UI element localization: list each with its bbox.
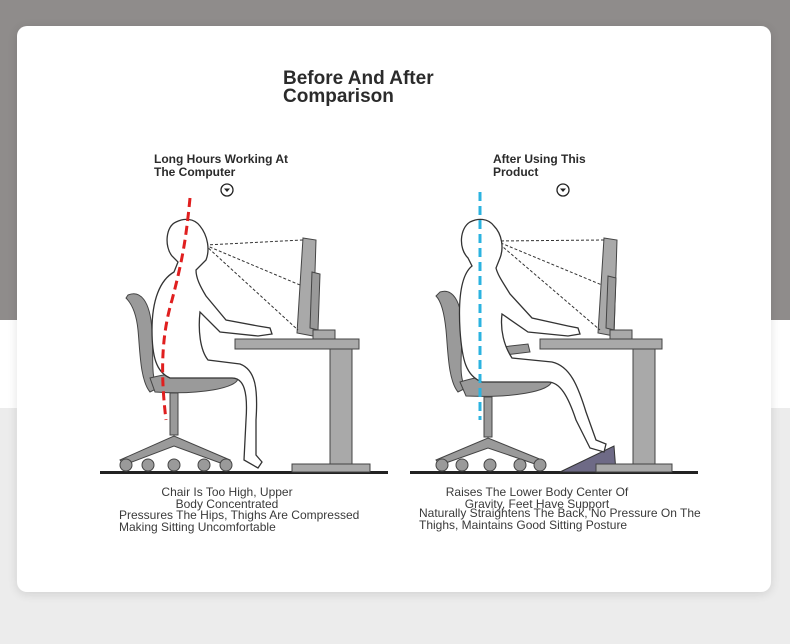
chevron-down-circle-icon: [220, 183, 234, 197]
before-caption-b: Pressures The Hips, Thighs Are Compresse…: [119, 508, 360, 534]
after-caption-b: Naturally Straightens The Back, No Press…: [419, 506, 701, 532]
comparison-card: Before And After Comparison Long Hours W…: [17, 26, 771, 592]
before-heading: Long Hours Working At The Computer: [154, 152, 288, 179]
after-heading: After Using This Product: [493, 152, 586, 179]
after-illustration: [410, 192, 698, 474]
page-title: Before And After Comparison: [283, 68, 434, 107]
before-illustration: [100, 197, 388, 474]
before-caption-a: Chair Is Too High, Upper Body Concentrat…: [161, 485, 293, 511]
chevron-down-circle-icon: [556, 183, 570, 197]
before-spine-line: [161, 197, 192, 421]
after-caption-a: Raises The Lower Body Center Of Gravity,…: [445, 485, 629, 511]
